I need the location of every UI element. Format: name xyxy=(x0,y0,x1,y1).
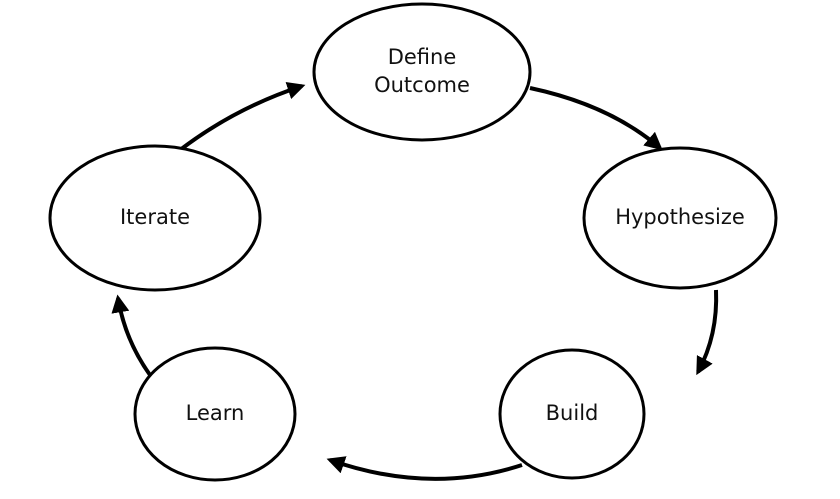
node-hypothesize: Hypothesize xyxy=(582,146,778,290)
arrow-iterate-to-define xyxy=(178,81,306,152)
arrow-define-to-hypothesize xyxy=(529,86,663,151)
node-label: Build xyxy=(546,401,599,425)
node-label: Hypothesize xyxy=(615,205,745,229)
node-label: Learn xyxy=(186,401,245,425)
arrow-hypothesize-to-build xyxy=(696,289,719,376)
node-iterate: Iterate xyxy=(48,144,262,292)
node-build: Build xyxy=(498,348,646,480)
node-define-outcome: Define Outcome xyxy=(312,2,532,142)
arrow-build-to-learn xyxy=(326,456,523,481)
node-label: Define xyxy=(388,45,457,69)
node-learn: Learn xyxy=(133,346,297,482)
arrow-learn-to-iterate xyxy=(111,294,152,377)
node-label: Outcome xyxy=(374,73,470,97)
node-label: Iterate xyxy=(120,205,190,229)
